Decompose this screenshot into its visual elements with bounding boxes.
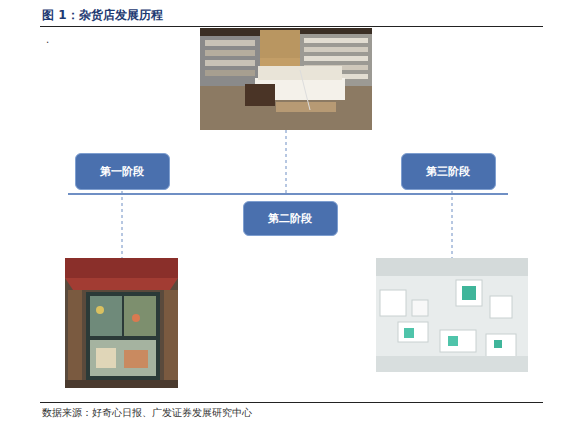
stray-mark: . <box>46 34 49 45</box>
stage-box: 第二阶段 <box>243 201 338 236</box>
timeline <box>68 193 508 195</box>
title-rule <box>40 26 543 27</box>
stage-box: 第一阶段 <box>75 153 170 190</box>
store-photo <box>200 28 372 130</box>
leader-line <box>122 191 123 258</box>
stage-label: 第一阶段 <box>100 164 144 179</box>
stage-label: 第三阶段 <box>426 164 470 179</box>
source-note: 数据来源：好奇心日报、广发证券发展研究中心 <box>42 406 252 420</box>
leader-line <box>286 130 287 193</box>
figure-title: 图 1：杂货店发展历程 <box>42 7 163 24</box>
leader-line <box>452 191 453 258</box>
stage-box: 第三阶段 <box>401 153 496 190</box>
modern-store-photo <box>376 258 528 372</box>
stage-label: 第二阶段 <box>268 211 312 226</box>
source-rule <box>40 402 543 403</box>
shopfront-photo <box>65 258 178 388</box>
